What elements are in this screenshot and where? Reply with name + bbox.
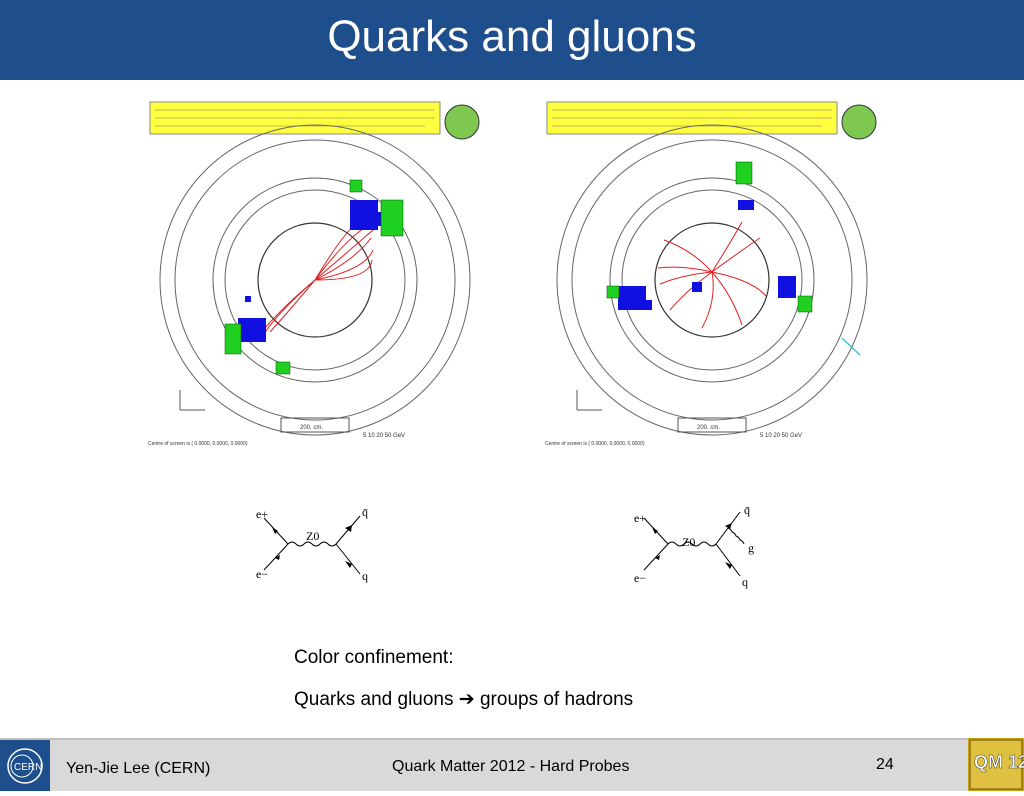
page-number: 24	[876, 756, 894, 773]
delphi-logo	[841, 104, 877, 140]
label-z0: Z0	[306, 529, 319, 543]
footer-bar	[0, 738, 1024, 791]
feynman-diagram-qqbarg-svg: e+ e− Z0 q̄ g q	[634, 503, 754, 589]
scale-label: 200. cm.	[697, 425, 720, 431]
axes-right	[576, 390, 602, 411]
footer-conference: Quark Matter 2012 - Hard Probes	[392, 758, 630, 775]
scale-box	[280, 417, 350, 433]
screen-centre-text: Centre of screen is ( 0.0000, 0.0000, 0.…	[148, 441, 248, 447]
arrow-right-icon: ➔	[458, 689, 475, 710]
event-display-left: 200. cm. 5 10 20 50 GeV Centre of screen…	[145, 100, 485, 450]
feynman-diagram-qqbar: e+ e− Z0 q̄ q	[248, 498, 388, 595]
tracks-right	[657, 221, 767, 329]
label-e-plus: e+	[634, 511, 646, 525]
caption-line-1: Color confinement:	[294, 647, 454, 668]
event-display-left-svg: 200. cm. 5 10 20 50 GeV Centre of screen…	[148, 101, 480, 447]
footer-divider	[0, 738, 1024, 740]
qm2012-logo-icon: QM 12	[969, 739, 1024, 790]
scale-label: 200. cm.	[300, 425, 323, 431]
label-q: q	[742, 575, 748, 589]
caption-line-2: Quarks and gluons ➔ groups of hadrons	[294, 688, 633, 711]
screen-centre-text: Centre of screen is ( 0.0000, 0.0000, 0.…	[545, 441, 645, 447]
qm2012-logo-text: QM 12	[974, 752, 1024, 772]
hcal-clusters-right	[606, 161, 813, 313]
label-z0: Z0	[682, 535, 695, 549]
caption-hadrons: groups of hadrons	[479, 689, 634, 710]
hcal-clusters-left	[224, 179, 404, 375]
ecal-clusters-right	[618, 200, 796, 310]
axes-left	[179, 390, 205, 411]
feynman-diagram-qqbar-svg: e+ e− Z0 q̄ q	[256, 505, 368, 583]
qm2012-logo: QM 12	[968, 738, 1024, 791]
event-display-right: 200. cm. 5 10 20 50 GeV Centre of screen…	[542, 100, 882, 450]
caption-quarks-gluons: Quarks and gluons	[294, 689, 454, 710]
label-e-minus: e−	[256, 567, 268, 581]
feynman-diagram-qqbarg: e+ e− Z0 q̄ g q	[628, 498, 768, 595]
label-qbar: q̄	[362, 505, 368, 519]
slide-title: Quarks and gluons	[327, 12, 697, 61]
cern-logo: CERN	[0, 740, 50, 791]
energy-scale: 5 10 20 50 GeV	[363, 433, 405, 439]
label-qbar: q̄	[744, 503, 750, 517]
scale-box	[677, 417, 747, 433]
label-e-plus: e+	[256, 507, 268, 521]
title-bar	[0, 0, 1024, 80]
footer-author: Yen-Jie Lee (CERN)	[66, 760, 211, 777]
cern-logo-icon: CERN	[7, 748, 43, 784]
label-e-minus: e−	[634, 571, 646, 585]
ecal-clusters-left	[238, 200, 387, 342]
delphi-logo	[444, 104, 480, 140]
energy-scale: 5 10 20 50 GeV	[760, 433, 802, 439]
cyan-track	[841, 337, 861, 356]
cern-logo-text: CERN	[14, 762, 42, 773]
label-q: q	[362, 569, 368, 583]
label-g: g	[748, 541, 754, 555]
event-display-right-svg: 200. cm. 5 10 20 50 GeV Centre of screen…	[545, 101, 877, 447]
